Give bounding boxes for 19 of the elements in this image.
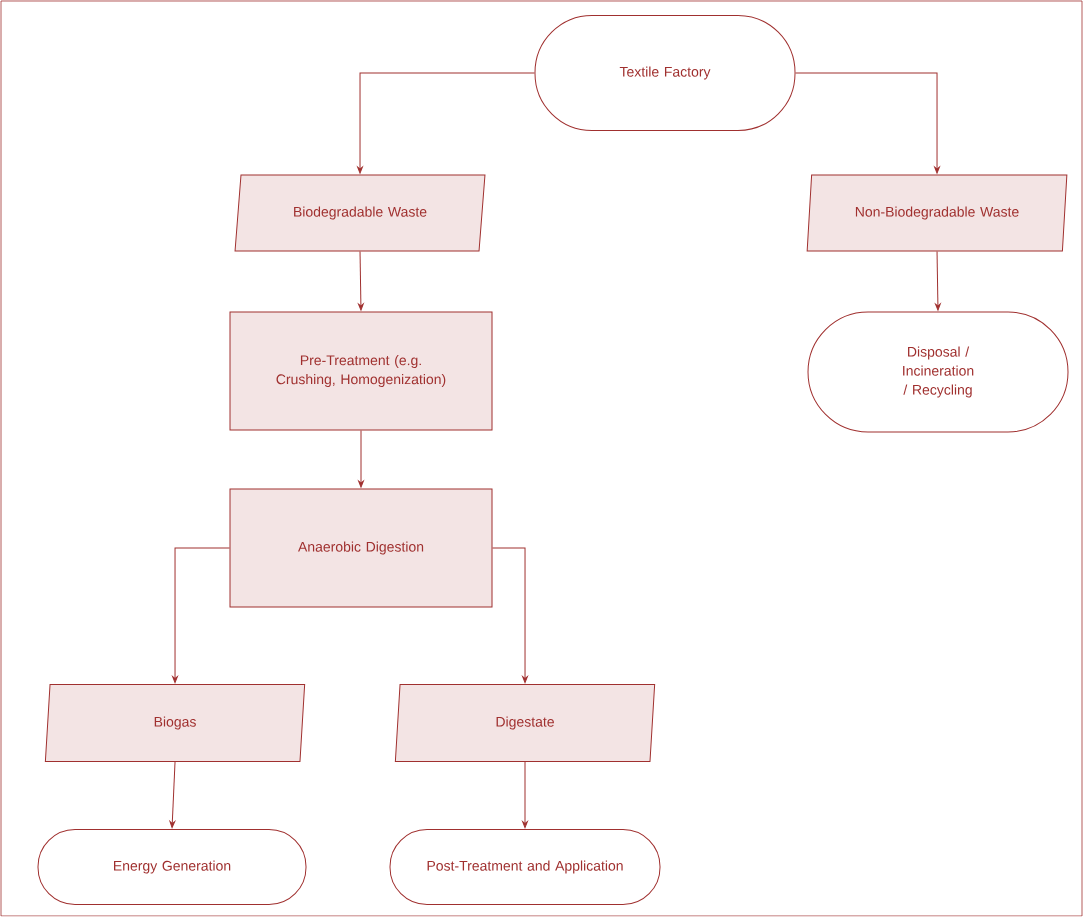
terminal-box: Disposal / Incineration / Recycling bbox=[807, 311, 1069, 433]
arrow bbox=[935, 251, 941, 311]
data-parallelogram: Digestate bbox=[394, 684, 656, 762]
terminal-box: Energy Generation bbox=[37, 829, 307, 905]
terminal-box: Textile Factory bbox=[534, 15, 796, 131]
arrow bbox=[172, 547, 230, 684]
data-parallelogram: Non-Biodegradable Waste bbox=[806, 174, 1068, 252]
data-parallelogram: Biodegradable Waste bbox=[234, 174, 486, 252]
arrow bbox=[492, 547, 528, 684]
arrow bbox=[795, 72, 940, 174]
arrow bbox=[358, 251, 364, 311]
process-box: Anaerobic Digestion bbox=[229, 488, 493, 608]
arrow bbox=[357, 72, 535, 174]
terminal-box: Post-Treatment and Application bbox=[389, 829, 661, 905]
process-box: Pre-Treatment (e.g. Crushing, Homogenization) bbox=[229, 311, 493, 431]
arrow bbox=[522, 761, 528, 829]
arrow bbox=[169, 761, 176, 829]
arrow bbox=[358, 430, 364, 488]
data-parallelogram: Biogas bbox=[44, 684, 306, 762]
